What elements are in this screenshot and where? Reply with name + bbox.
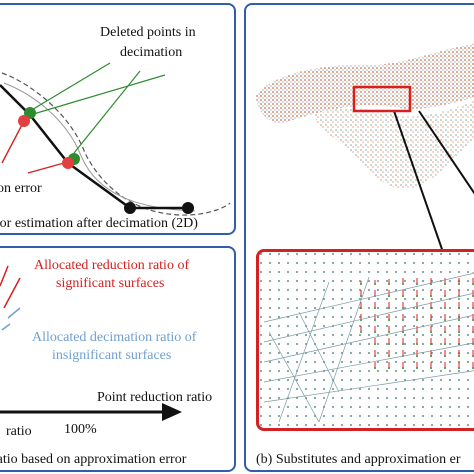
panel-reduction-ratio: Allocated reduction ratio of significant… [0,246,236,472]
error-point [18,115,30,127]
error-leader-1 [1,120,25,164]
panel-decimation-2d: Deleted points in decimation on error ro… [0,3,236,235]
point-cloud-diagram [256,44,474,256]
leader-line-1 [29,62,111,112]
reference-curve [3,82,196,212]
mesh-line [263,314,474,363]
insignificant-label-1: Allocated decimation ratio of [32,330,197,345]
mesh-line [298,311,340,393]
insignificant-indicator [7,307,21,319]
zoom-connector [393,110,445,256]
ratio-fragment: ratio [6,424,32,439]
mesh-line [318,276,370,423]
zoom-connector [418,110,474,195]
point-cloud-upper [256,44,474,124]
deleted-points-label-2: decimation [120,45,183,60]
deleted-points-label-1: Deleted points in [100,25,196,40]
panel-caption-a: ror estimation after decimation (2D) [0,216,198,231]
vertex-point [124,202,136,214]
leader-line-2 [73,70,141,154]
mesh-line [263,292,474,343]
insignificant-indicator [1,323,11,331]
panel-caption-bottom-left: ratio based on approximation error [0,452,187,467]
significant-indicator [3,277,21,309]
significant-indicator [0,265,9,287]
zoom-inset [256,249,474,431]
point-cloud-lower [314,100,474,190]
zoom-inset-mesh [259,252,474,428]
decimation-diagram [0,62,231,216]
significant-label-2: significant surfaces [56,276,165,291]
error-point [62,157,74,169]
axis-arrowhead [162,403,182,421]
mesh-line [278,281,330,423]
original-curve [1,72,231,216]
ratio-diagram [0,265,182,421]
mesh-line [263,370,474,403]
mesh-line [263,342,474,383]
insignificant-label-2: insignificant surfaces [52,348,172,363]
mesh-lines [263,272,474,423]
significant-label-1: Allocated reduction ratio of [34,258,190,273]
mesh-significant-area [349,272,474,372]
panel-caption-b: (b) Substitutes and approximation er [256,452,461,467]
percent-tick-label: 100% [64,422,97,437]
error-leader-2 [27,162,65,174]
highlight-region [352,85,412,113]
leader-line-3 [29,74,166,116]
axis-label: Point reduction ratio [97,390,213,405]
mesh-line [268,331,320,423]
panel-substitutes: (b) Substitutes and approximation er [244,3,474,472]
vertex-point [182,202,194,214]
error-label: on error [0,181,42,196]
